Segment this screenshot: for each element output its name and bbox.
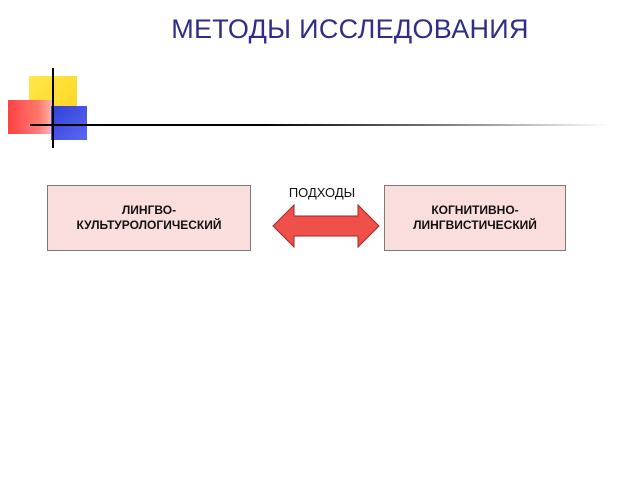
approach-label-linguocultural: ЛИНГВО-КУЛЬТУРОЛОГИЧЕСКИЙ xyxy=(76,203,222,232)
blue-square-decoration xyxy=(51,106,87,140)
approach-box-cognitive: КОГНИТИВНО-ЛИНГВИСТИЧЕСКИЙ xyxy=(384,185,566,251)
double-arrow-icon xyxy=(272,204,380,248)
red-square-decoration xyxy=(8,100,52,134)
approaches-label: ПОДХОДЫ xyxy=(288,185,356,200)
slide-title: МЕТОДЫ ИССЛЕДОВАНИЯ xyxy=(171,14,529,44)
title-decoration xyxy=(0,60,640,150)
horizontal-rule xyxy=(30,124,610,126)
approach-label-cognitive: КОГНИТИВНО-ЛИНГВИСТИЧЕСКИЙ xyxy=(413,203,537,232)
approach-box-linguocultural: ЛИНГВО-КУЛЬТУРОЛОГИЧЕСКИЙ xyxy=(47,185,251,251)
vertical-rule xyxy=(52,68,54,148)
